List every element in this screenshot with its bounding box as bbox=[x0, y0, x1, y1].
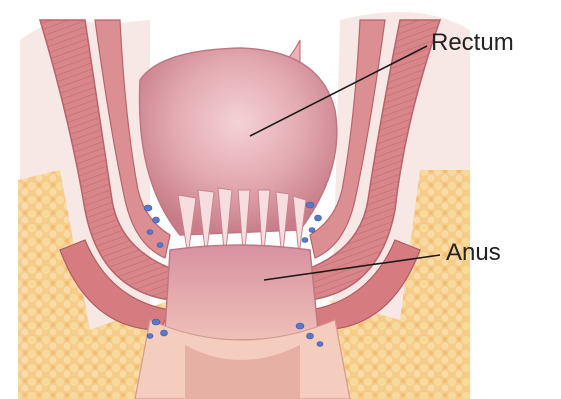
rectum-label: Rectum bbox=[431, 31, 514, 55]
anus-label: Anus bbox=[446, 241, 501, 265]
